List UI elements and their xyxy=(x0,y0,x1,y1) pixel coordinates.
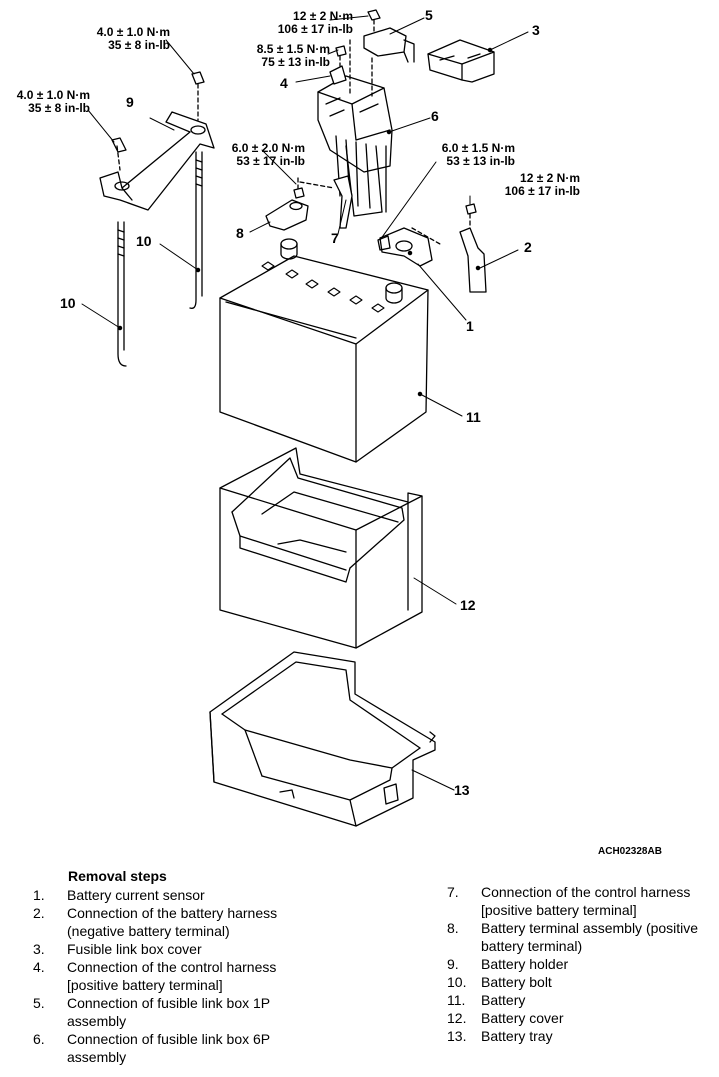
torque-spec-holder-nut-right: 4.0 ± 1.0 N·m 35 ± 8 in-lb xyxy=(70,26,170,52)
callout-2: 2 xyxy=(524,239,532,255)
fusible-link-1p-drawing xyxy=(363,9,415,63)
callout-12: 12 xyxy=(460,597,476,613)
callout-5: 5 xyxy=(425,7,433,23)
torque-inlb: 75 ± 13 in-lb xyxy=(261,55,330,69)
step-number: 8. xyxy=(447,920,459,936)
step-number: 7. xyxy=(447,884,459,900)
step-number: 10. xyxy=(447,974,467,990)
torque-inlb: 106 ± 17 in-lb xyxy=(277,22,353,36)
callout-13: 13 xyxy=(454,782,470,798)
figure-code: ACH02328AB xyxy=(598,846,662,857)
step-text: Battery xyxy=(481,992,526,1008)
removal-steps-list-right: 7. Connection of the control harness [po… xyxy=(447,883,719,1045)
torque-spec-terminal-nut: 6.0 ± 2.0 N·m 53 ± 17 in-lb xyxy=(210,142,305,168)
removal-step: 12. Battery cover xyxy=(447,1009,719,1027)
removal-step: 1. Battery current sensor xyxy=(33,886,312,904)
torque-nm: 8.5 ± 1.5 N·m xyxy=(256,42,330,56)
torque-inlb: 35 ± 8 in-lb xyxy=(108,38,170,52)
step-number: 6. xyxy=(33,1031,45,1047)
removal-step: 6. Connection of fusible link box 6P ass… xyxy=(33,1030,312,1066)
removal-step: 13. Battery tray xyxy=(447,1027,719,1045)
step-text: Battery tray xyxy=(481,1028,553,1044)
removal-step: 9. Battery holder xyxy=(447,955,719,973)
removal-step: 4. Connection of the control harness [po… xyxy=(33,958,312,994)
torque-inlb: 53 ± 13 in-lb xyxy=(446,154,515,168)
callout-7: 7 xyxy=(331,230,339,246)
torque-nm: 6.0 ± 2.0 N·m xyxy=(231,141,305,155)
removal-steps-title: Removal steps xyxy=(68,868,167,884)
torque-inlb: 35 ± 8 in-lb xyxy=(28,101,90,115)
fusible-link-box-cover-drawing xyxy=(427,39,495,83)
torque-spec-control-harness-nut: 8.5 ± 1.5 N·m 75 ± 13 in-lb xyxy=(210,43,330,69)
control-harness-4-drawing xyxy=(329,45,347,85)
removal-step: 2. Connection of the battery harness (ne… xyxy=(33,904,312,940)
removal-step: 5. Connection of fusible link box 1P ass… xyxy=(33,994,312,1030)
callout-10-right: 10 xyxy=(136,233,152,249)
battery-current-sensor-drawing xyxy=(377,227,441,267)
exploded-view-diagram xyxy=(81,9,529,827)
torque-nm: 12 ± 2 N·m xyxy=(520,171,580,185)
torque-nm: 4.0 ± 1.0 N·m xyxy=(96,25,170,39)
step-text: Battery terminal assembly (positive batt… xyxy=(481,920,699,954)
removal-step: 3. Fusible link box cover xyxy=(33,940,312,958)
control-harness-7-drawing xyxy=(299,175,353,229)
removal-step: 8. Battery terminal assembly (positive b… xyxy=(447,919,719,955)
step-text: Connection of the control harness [posit… xyxy=(481,884,691,918)
torque-nm: 4.0 ± 1.0 N·m xyxy=(16,88,90,102)
callout-11: 11 xyxy=(466,409,481,425)
step-text: Connection of fusible link box 1P assemb… xyxy=(67,995,270,1029)
removal-step: 7. Connection of the control harness [po… xyxy=(447,883,719,919)
removal-step: 11. Battery xyxy=(447,991,719,1009)
step-number: 5. xyxy=(33,995,45,1011)
step-text: Battery cover xyxy=(481,1010,564,1026)
removal-step: 10. Battery bolt xyxy=(447,973,719,991)
step-number: 1. xyxy=(33,887,45,903)
torque-inlb: 106 ± 17 in-lb xyxy=(504,184,580,198)
torque-spec-holder-nut-left: 4.0 ± 1.0 N·m 35 ± 8 in-lb xyxy=(0,89,90,115)
step-number: 3. xyxy=(33,941,45,957)
torque-inlb: 53 ± 17 in-lb xyxy=(236,154,305,168)
battery-terminal-8-drawing xyxy=(265,177,309,231)
battery-harness-negative-drawing xyxy=(459,203,487,293)
torque-spec-current-sensor-nut: 6.0 ± 1.5 N·m 53 ± 13 in-lb xyxy=(420,142,515,168)
leader-lines xyxy=(81,15,529,791)
callout-4: 4 xyxy=(280,75,288,91)
callout-3: 3 xyxy=(532,22,540,38)
callout-9: 9 xyxy=(126,94,134,110)
torque-nm: 12 ± 2 N·m xyxy=(293,9,353,23)
step-number: 12. xyxy=(447,1010,467,1026)
step-number: 2. xyxy=(33,905,45,921)
torque-nm: 6.0 ± 1.5 N·m xyxy=(441,141,515,155)
callout-6: 6 xyxy=(431,108,439,124)
step-text: Battery bolt xyxy=(481,974,552,990)
callout-8: 8 xyxy=(236,225,244,241)
step-number: 9. xyxy=(447,956,459,972)
step-text: Fusible link box cover xyxy=(67,941,202,957)
step-text: Connection of the battery harness (negat… xyxy=(67,905,278,939)
step-text: Battery holder xyxy=(481,956,569,972)
step-text: Battery current sensor xyxy=(67,887,205,903)
callout-1: 1 xyxy=(466,318,474,334)
step-number: 4. xyxy=(33,959,45,975)
step-text: Connection of the control harness [posit… xyxy=(67,959,277,993)
battery-holder-drawing xyxy=(99,71,215,211)
step-text: Connection of fusible link box 6P assemb… xyxy=(67,1031,270,1065)
battery-drawing xyxy=(219,238,429,463)
battery-cover-drawing xyxy=(219,447,423,649)
torque-spec-negative-harness-nut: 12 ± 2 N·m 106 ± 17 in-lb xyxy=(470,172,580,198)
removal-steps-list-left: 1. Battery current sensor 2. Connection … xyxy=(33,886,312,1066)
step-number: 13. xyxy=(447,1028,467,1044)
battery-tray-drawing xyxy=(209,651,436,827)
callout-10-left: 10 xyxy=(60,295,76,311)
torque-spec-fusible-link-nut: 12 ± 2 N·m 106 ± 17 in-lb xyxy=(243,10,353,36)
fusible-link-box-drawing xyxy=(317,39,393,217)
step-number: 11. xyxy=(447,992,466,1008)
